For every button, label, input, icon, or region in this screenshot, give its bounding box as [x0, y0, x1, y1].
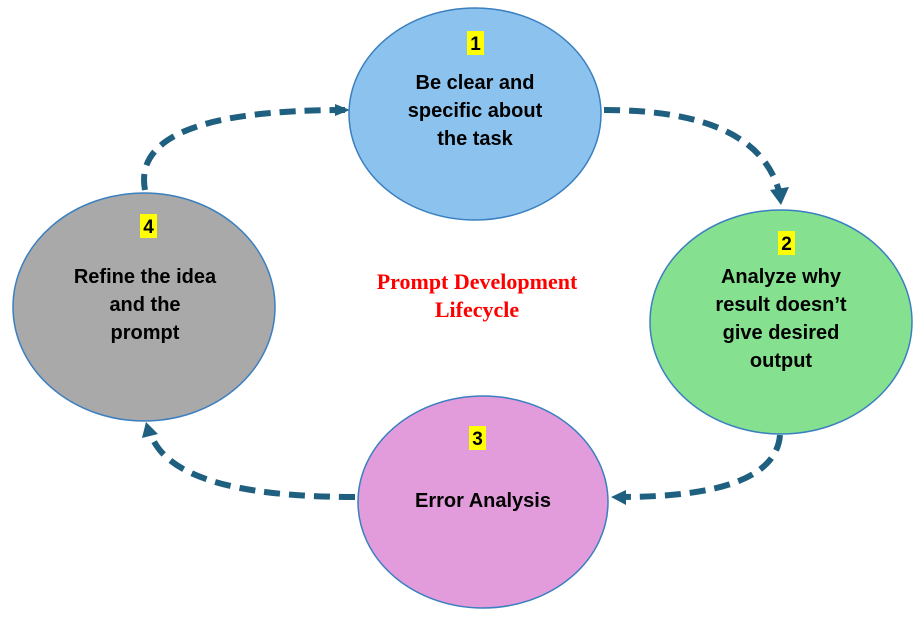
step-4-number: 4 [143, 217, 154, 238]
step-2-node: 2 Analyze why result doesn’t give desire… [649, 209, 913, 435]
step-1-line-1: Be clear and [416, 72, 535, 94]
step-1-ellipse [348, 7, 602, 221]
step-3-line-1: Error Analysis [415, 490, 551, 512]
step-1-node: 1 Be clear and specific about the task [348, 7, 602, 221]
step-1-line-2: specific about [408, 100, 543, 122]
step-2-number: 2 [781, 234, 792, 255]
arrow-3-to-4 [147, 431, 356, 500]
step-2-line-2: result doesn’t [715, 294, 846, 316]
step-1-number-highlight [467, 31, 484, 55]
step-4-line-3: prompt [111, 322, 180, 344]
step-3-number-highlight [469, 426, 486, 450]
step-3-node: 3 Error Analysis [357, 395, 609, 609]
step-2-ellipse [649, 209, 913, 435]
arrow-4-to-1 [141, 107, 346, 191]
arrow-4-to-1-head [335, 104, 350, 116]
diagram-title-line-1: Prompt Development [377, 269, 578, 294]
arrow-1-to-2-head [770, 187, 789, 205]
step-4-ellipse [12, 192, 276, 422]
step-3-number: 3 [472, 429, 483, 450]
step-2-line-1: Analyze why [721, 266, 842, 288]
arrow-1-to-2 [603, 107, 783, 196]
arrow-3-to-4-head [142, 422, 158, 438]
step-4-line-2: and the [109, 294, 180, 316]
step-2-line-4: output [750, 350, 813, 372]
step-2-line-3: give desired [723, 322, 840, 344]
step-1-number: 1 [470, 34, 481, 55]
diagram-title-line-2: Lifecycle [435, 297, 520, 322]
step-4-number-highlight [140, 214, 157, 238]
step-2-number-highlight [778, 231, 795, 255]
arrow-2-to-3-head [611, 490, 626, 505]
arrow-2-to-3 [619, 434, 783, 500]
step-4-line-1: Refine the idea [74, 266, 217, 288]
step-4-node: 4 Refine the idea and the prompt [12, 192, 276, 422]
step-3-ellipse [357, 395, 609, 609]
step-1-line-3: the task [437, 128, 513, 150]
